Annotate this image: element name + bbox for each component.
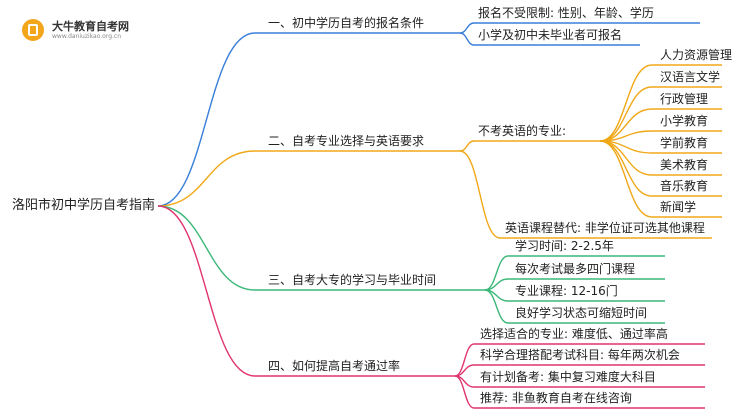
connector-b1-item-2 <box>459 32 475 46</box>
connector-root-branch-3 <box>157 205 256 291</box>
branch-3-item-2: 每次考试最多四门课程 <box>515 262 636 276</box>
connector-b2-item-1 <box>459 140 475 152</box>
branch-4-label: 四、如何提高自考通过率 <box>268 359 401 373</box>
connector-root-branch-2 <box>157 150 256 207</box>
root-topic: 洛阳市初中学历自考指南 <box>12 198 156 213</box>
branch-2-item-2: 英语课程替代: 非学位证可选其他课程 <box>505 221 705 235</box>
branch-2-sub-6: 美术教育 <box>660 158 709 172</box>
branch-1-item-1: 报名不受限制: 性别、年龄、学历 <box>478 6 654 20</box>
branch-2-sub-7: 音乐教育 <box>660 179 709 193</box>
branch-2-sub-5: 学前教育 <box>660 136 709 150</box>
branch-2-sub-2: 汉语言文学 <box>660 70 721 84</box>
connector-b2-sub-2 <box>599 86 653 142</box>
branch-1-label: 一、初中学历自考的报名条件 <box>268 16 425 30</box>
branch-3-item-4: 良好学习状态可缩短时间 <box>515 306 648 320</box>
book-icon <box>22 19 44 41</box>
connector-root-branch-4 <box>157 205 256 377</box>
connector-b2-sub-8 <box>599 140 653 218</box>
connector-b3-item-4 <box>484 289 509 324</box>
branch-4-item-1: 选择适合的专业: 难度低、通过率高 <box>480 327 668 341</box>
connector-root-branch-1 <box>157 32 256 207</box>
branch-4-item-3: 有计划备考: 集中复习难度大科目 <box>480 370 656 384</box>
branch-2-sub-4: 小学教育 <box>660 114 709 128</box>
branch-4-item-2: 科学合理搭配考试科目: 每年两次机会 <box>480 348 680 362</box>
connector-b2-sub-7 <box>599 140 653 197</box>
connector-b2-item-2 <box>459 150 501 239</box>
branch-1-item-2: 小学及初中未毕业者可报名 <box>478 28 623 42</box>
connector-b1-item-1 <box>459 22 475 34</box>
connector-b4-item-4 <box>454 375 475 409</box>
site-logo: 大牛教育自考网 www.daniuzikao.org.cn <box>14 12 164 48</box>
logo-url: www.daniuzikao.org.cn <box>52 33 122 40</box>
logo-name: 大牛教育自考网 <box>52 20 129 33</box>
branch-2-label: 二、自考专业选择与英语要求 <box>268 134 425 148</box>
branch-4-item-4: 推荐: 非鱼教育自考在线咨询 <box>480 391 632 405</box>
branch-3-item-3: 专业课程: 12-16门 <box>515 284 618 298</box>
branch-2-item-1: 不考英语的专业: <box>478 124 567 138</box>
branch-2-sub-1: 人力资源管理 <box>660 48 733 62</box>
connector-b2-sub-1 <box>599 64 653 142</box>
branch-2-sub-8: 新闻学 <box>660 200 697 214</box>
branch-2-sub-3: 行政管理 <box>660 92 709 106</box>
branch-3-label: 三、自考大专的学习与毕业时间 <box>268 273 437 287</box>
branch-3-item-1: 学习时间: 2-2.5年 <box>515 239 614 253</box>
